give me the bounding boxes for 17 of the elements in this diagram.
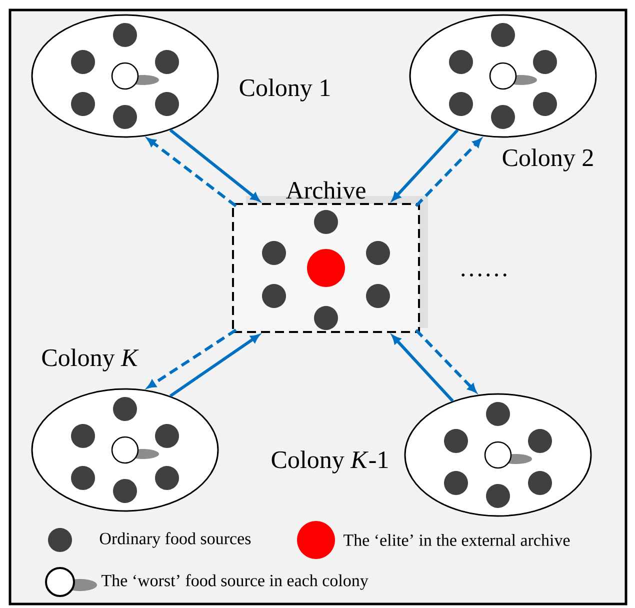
legend-text: Ordinary food sources <box>100 532 251 548</box>
arrow <box>147 328 237 388</box>
arrow <box>414 328 476 393</box>
colony-label: Colony 1 <box>240 78 330 102</box>
legend-text: The ‘elite’ in the external archive <box>344 534 570 546</box>
arrow <box>169 128 260 202</box>
arrow <box>170 334 260 398</box>
arrow <box>392 335 454 402</box>
colony-label: Colony K-1 <box>272 450 388 474</box>
legend-text: The ‘worst’ food source in each colony <box>102 574 368 590</box>
node-label: Archive <box>286 181 366 199</box>
arrow <box>146 138 237 208</box>
arrow <box>392 129 459 201</box>
colony-label: Colony K <box>42 348 139 372</box>
colony-label: Colony 2 <box>502 148 593 172</box>
ellipsis-label: …… <box>462 274 506 276</box>
arrow <box>414 138 482 208</box>
